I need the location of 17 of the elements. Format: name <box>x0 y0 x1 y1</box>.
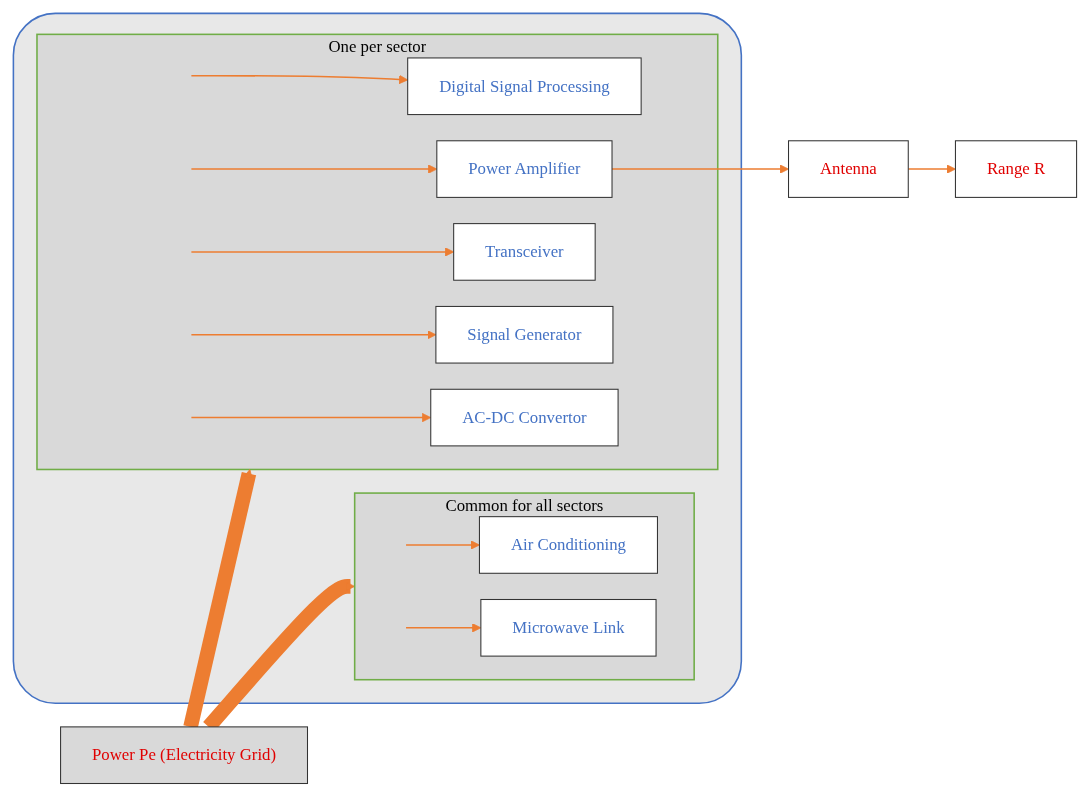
arrow <box>190 330 436 340</box>
arrow <box>190 413 431 423</box>
node-box: Microwave Link <box>479 599 657 657</box>
node-box: Digital Signal Processing <box>406 57 642 116</box>
node-box: Power Pe (Electricity Grid) <box>59 726 308 785</box>
cluster <box>12 12 742 705</box>
arrow <box>404 623 481 633</box>
arrow <box>190 74 408 85</box>
node-box: Power Amplifier <box>435 140 613 198</box>
arrow <box>190 164 437 174</box>
node-box: Transceiver <box>452 223 596 281</box>
node-box: Signal Generator <box>434 305 613 364</box>
node-box: Air Conditioning <box>478 516 658 574</box>
arrow <box>190 247 454 257</box>
node-box: Antenna <box>787 140 909 198</box>
node-box: AC-DC Convertor <box>429 388 619 447</box>
node-box: Range R <box>954 140 1077 198</box>
